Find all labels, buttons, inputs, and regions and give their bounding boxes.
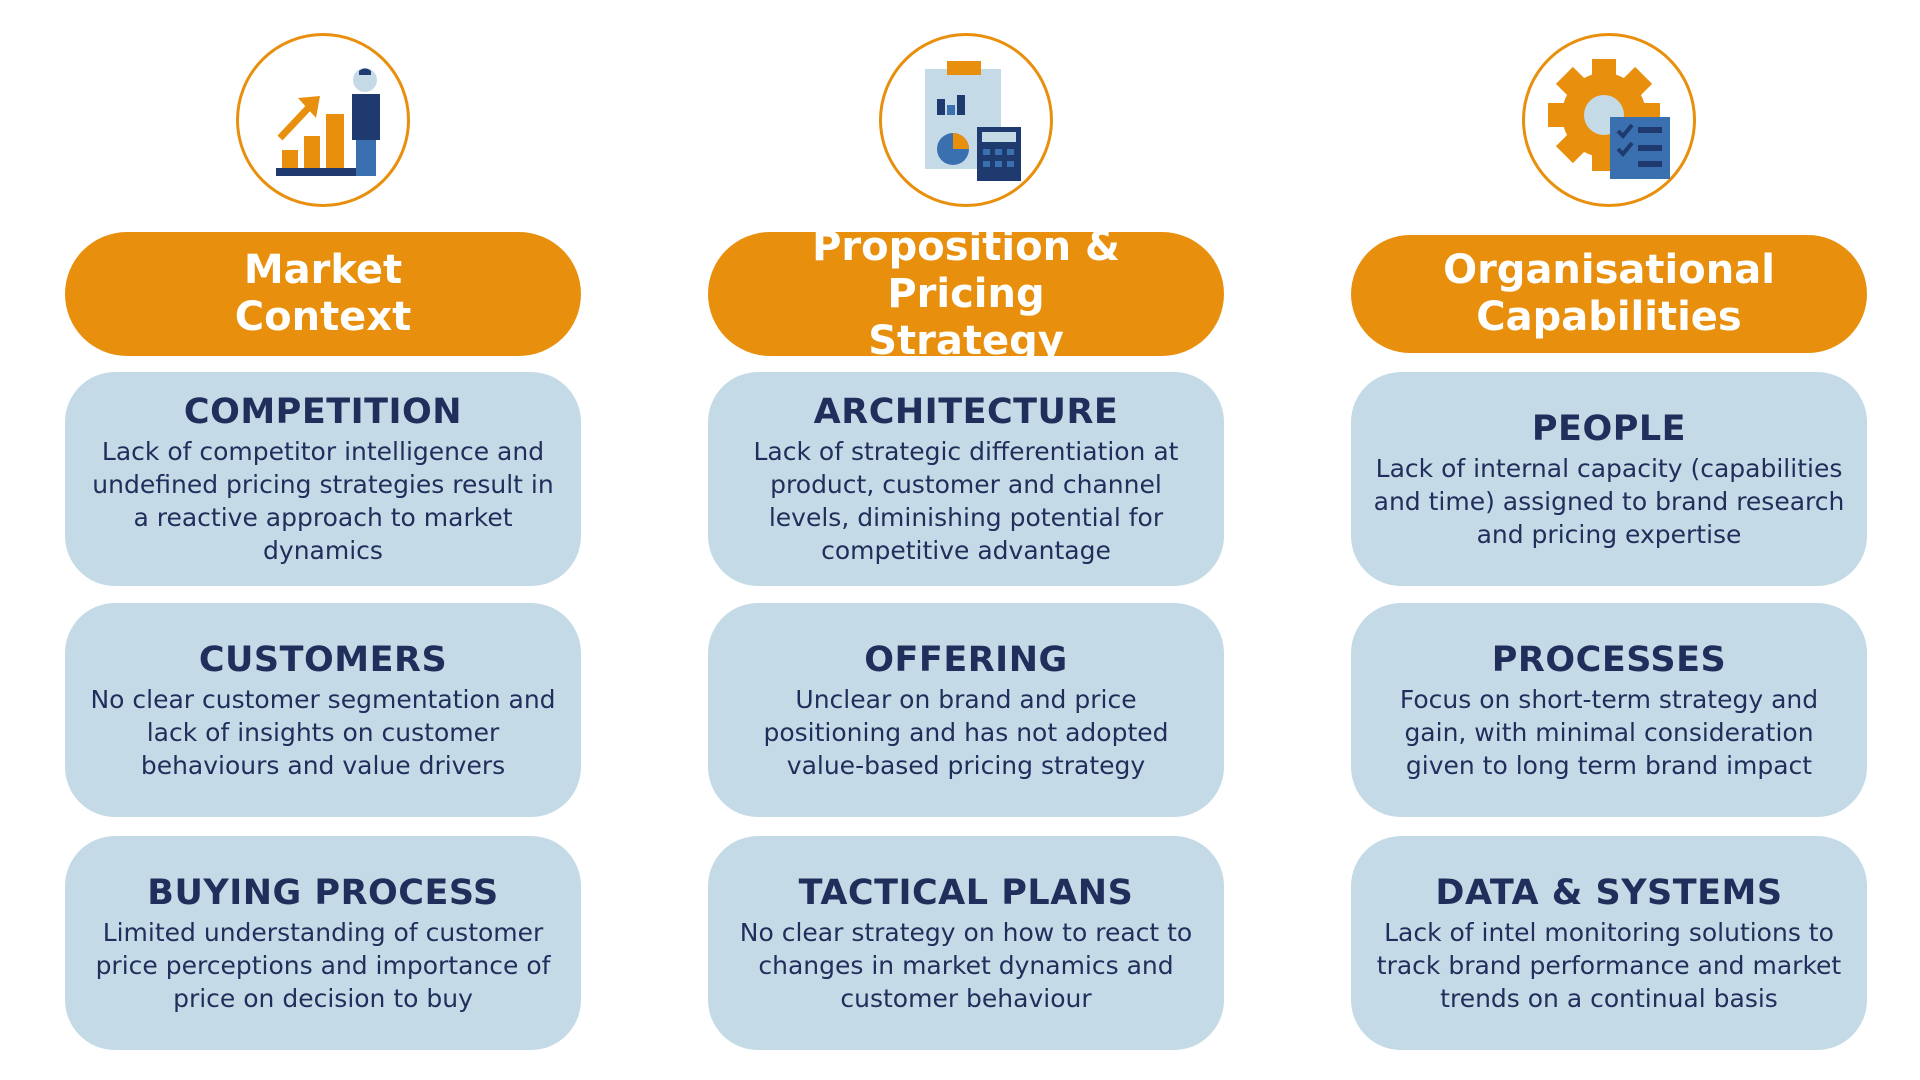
card-text: No clear strategy on how to react to cha…	[739, 917, 1193, 1013]
card-text: Lack of internal capacity (capabilities …	[1373, 453, 1845, 549]
card-text: No clear customer segmentation and lack …	[90, 684, 556, 780]
column-proposition-pricing: Proposition & Pricing Strategy ARCHITECT…	[708, 0, 1224, 1080]
card-processes: PROCESSES Focus on short-term strategy a…	[1351, 603, 1867, 817]
card-title: TACTICAL PLANS	[798, 872, 1134, 913]
card-text: Lack of competitor intelligence and unde…	[92, 437, 554, 565]
header-organisational-capabilities: Organisational Capabilities	[1351, 235, 1867, 353]
card-title: CUSTOMERS	[198, 639, 448, 680]
card-title: COMPETITION	[183, 392, 463, 432]
column-market-context: Market Context COMPETITION Lack of compe…	[65, 0, 581, 1080]
card-title: DATA & SYSTEMS	[1435, 872, 1783, 913]
header-market-context: Market Context	[65, 232, 581, 356]
gear-checklist-icon	[1522, 33, 1696, 207]
card-customers: CUSTOMERS No clear customer segmentation…	[65, 603, 581, 817]
growth-chart-person-icon	[236, 33, 410, 207]
header-title: Organisational Capabilities	[1443, 247, 1775, 340]
card-title: OFFERING	[864, 639, 1068, 680]
card-people: PEOPLE Lack of internal capacity (capabi…	[1351, 372, 1867, 586]
card-text: Focus on short-term strategy and gain, w…	[1399, 684, 1819, 780]
column-organisational-capabilities: Organisational Capabilities PEOPLE Lack …	[1351, 0, 1867, 1080]
card-offering: OFFERING Unclear on brand and price posi…	[708, 603, 1224, 817]
card-text: Lack of strategic differentiation at pro…	[753, 437, 1179, 565]
card-buying-process: BUYING PROCESS Limited understanding of …	[65, 836, 581, 1050]
card-title: PEOPLE	[1531, 408, 1687, 449]
card-text: Unclear on brand and price positioning a…	[763, 684, 1169, 780]
card-text: Limited understanding of customer price …	[95, 917, 551, 1013]
header-proposition-pricing: Proposition & Pricing Strategy	[708, 224, 1224, 364]
header-title: Proposition & Pricing Strategy	[812, 223, 1120, 364]
card-tactical-plans: TACTICAL PLANS No clear strategy on how …	[708, 836, 1224, 1050]
clipboard-calculator-icon	[879, 33, 1053, 207]
card-competition: COMPETITION Lack of competitor intellige…	[65, 372, 581, 586]
card-title: ARCHITECTURE	[813, 392, 1119, 432]
card-title: PROCESSES	[1491, 639, 1727, 680]
card-text: Lack of intel monitoring solutions to tr…	[1376, 917, 1842, 1013]
card-title: BUYING PROCESS	[147, 872, 499, 913]
header-title: Market Context	[234, 247, 412, 340]
card-data-systems: DATA & SYSTEMS Lack of intel monitoring …	[1351, 836, 1867, 1050]
card-architecture: ARCHITECTURE Lack of strategic different…	[708, 372, 1224, 586]
